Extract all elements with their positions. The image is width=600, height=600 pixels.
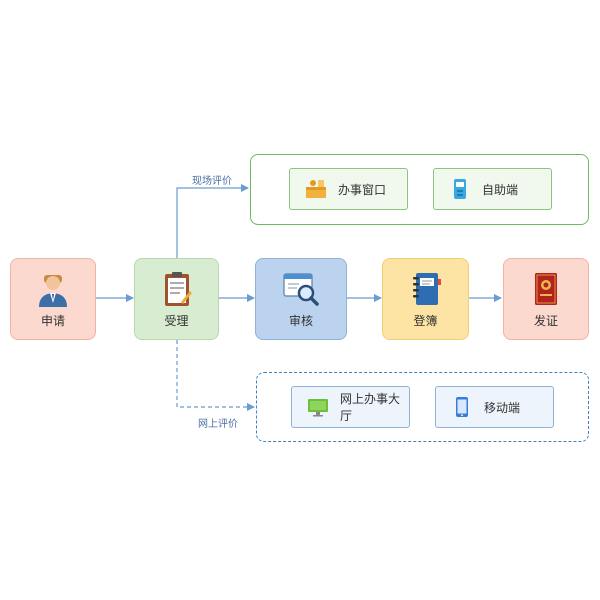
notebook-icon xyxy=(412,273,441,305)
chip-service-window[interactable]: 办事窗口 xyxy=(289,168,408,210)
stage-issue[interactable]: 发证 xyxy=(503,258,589,340)
phone-icon xyxy=(456,397,468,417)
stage-accept-label: 受理 xyxy=(164,314,189,328)
stage-register-label: 登簿 xyxy=(413,314,438,328)
magnifier-icon xyxy=(283,273,319,306)
chip-service-window-label: 办事窗口 xyxy=(338,182,387,197)
chip-mobile[interactable]: 移动端 xyxy=(435,386,554,428)
stage-accept[interactable]: 受理 xyxy=(134,258,219,340)
chip-self-service-terminal[interactable]: 自助端 xyxy=(433,168,552,210)
kiosk-icon xyxy=(454,179,466,199)
person-icon xyxy=(39,275,67,307)
service-window-icon xyxy=(306,180,326,198)
arrow-online-evaluation xyxy=(176,340,255,411)
online-evaluation-label: 网上评价 xyxy=(198,419,238,430)
chip-self-service-terminal-label: 自助端 xyxy=(482,182,519,197)
chip-online-service-hall-label: 网上办事大厅 xyxy=(340,392,401,423)
certificate-icon xyxy=(535,273,557,305)
stage-issue-label: 发证 xyxy=(533,314,558,328)
clipboard-icon xyxy=(164,272,192,306)
stage-review[interactable]: 审核 xyxy=(255,258,347,340)
stage-review-label: 审核 xyxy=(288,314,313,328)
stage-apply-label: 申请 xyxy=(40,314,65,328)
chip-mobile-label: 移动端 xyxy=(484,400,521,415)
stage-apply[interactable]: 申请 xyxy=(10,258,96,340)
onsite-evaluation-panel xyxy=(250,154,589,225)
onsite-evaluation-label: 现场评价 xyxy=(192,176,232,187)
monitor-icon xyxy=(308,399,328,417)
arrow-onsite-evaluation xyxy=(176,184,249,258)
online-evaluation-panel xyxy=(256,372,589,442)
stage-register[interactable]: 登簿 xyxy=(382,258,469,340)
chip-online-service-hall[interactable]: 网上办事大厅 xyxy=(291,386,410,428)
